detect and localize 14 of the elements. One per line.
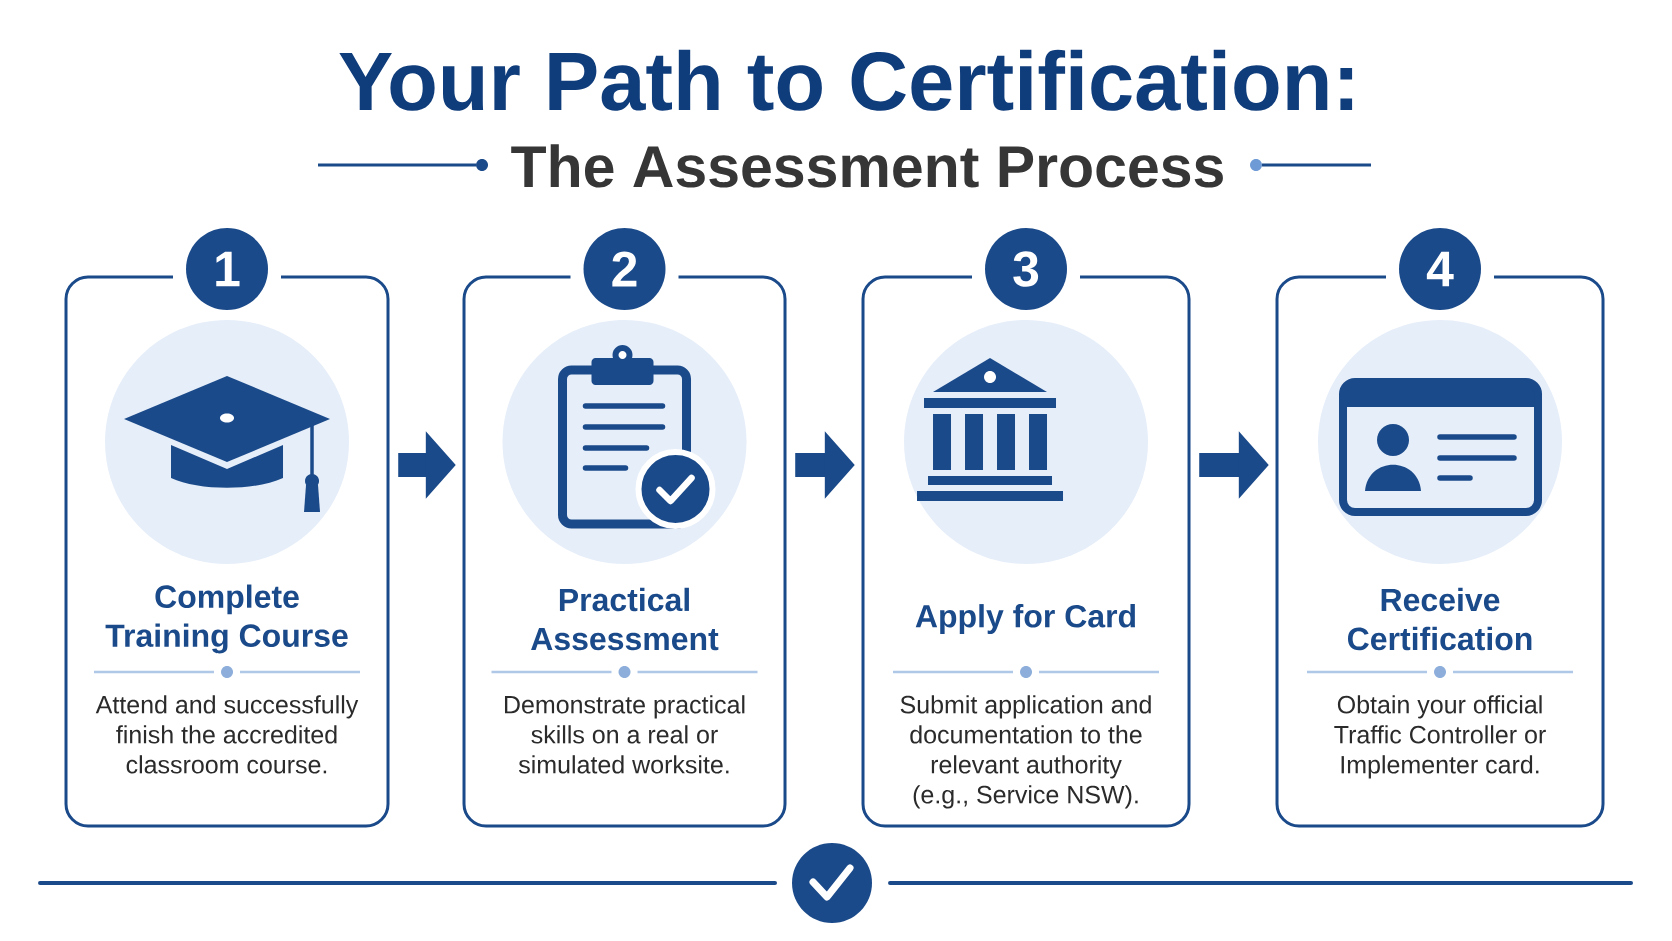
- step-heading: Apply for Card: [915, 604, 1135, 634]
- subtitle: The Assessment Process: [511, 144, 1223, 188]
- number-badge: 3: [985, 228, 1067, 310]
- step-heading: Receive Certification: [1348, 587, 1532, 651]
- step-description: Attend and successfully finish the accredited classroom course.: [95, 695, 359, 774]
- step-description: Obtain your official Traffic Controller or Implementer card.: [1334, 695, 1546, 779]
- number-badge: 1: [186, 228, 268, 310]
- step-heading: Complete Training Course: [105, 584, 348, 654]
- step-description: Submit application and documentation to the relevant authority (e.g., Service NSW).: [900, 695, 1151, 809]
- number-badge: 2: [583, 228, 666, 310]
- title: Your Path to Certification:: [339, 49, 1353, 111]
- number-badge: 4: [1399, 228, 1481, 310]
- step-heading: Practical Assessment: [531, 587, 719, 651]
- step-description: Demonstrate practical skills on a real or simulated worksite.: [505, 695, 745, 774]
